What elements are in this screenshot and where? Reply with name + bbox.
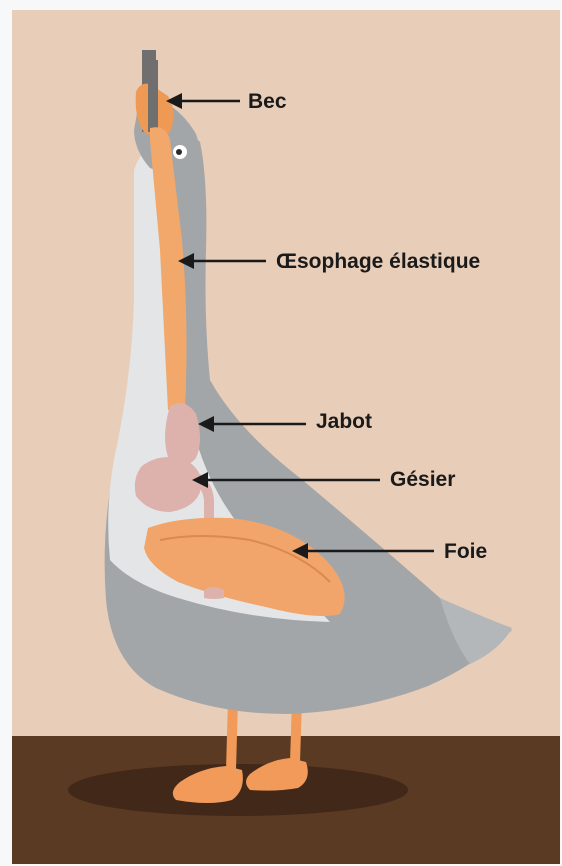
- crop: [165, 403, 200, 466]
- label-jabot: Jabot: [316, 410, 372, 433]
- feeding-tube-inner: [148, 60, 158, 132]
- label-oesophage: Œsophage élastique: [276, 250, 480, 273]
- label-bec: Bec: [248, 90, 287, 113]
- label-foie: Foie: [444, 540, 487, 563]
- label-gesier: Gésier: [390, 468, 455, 491]
